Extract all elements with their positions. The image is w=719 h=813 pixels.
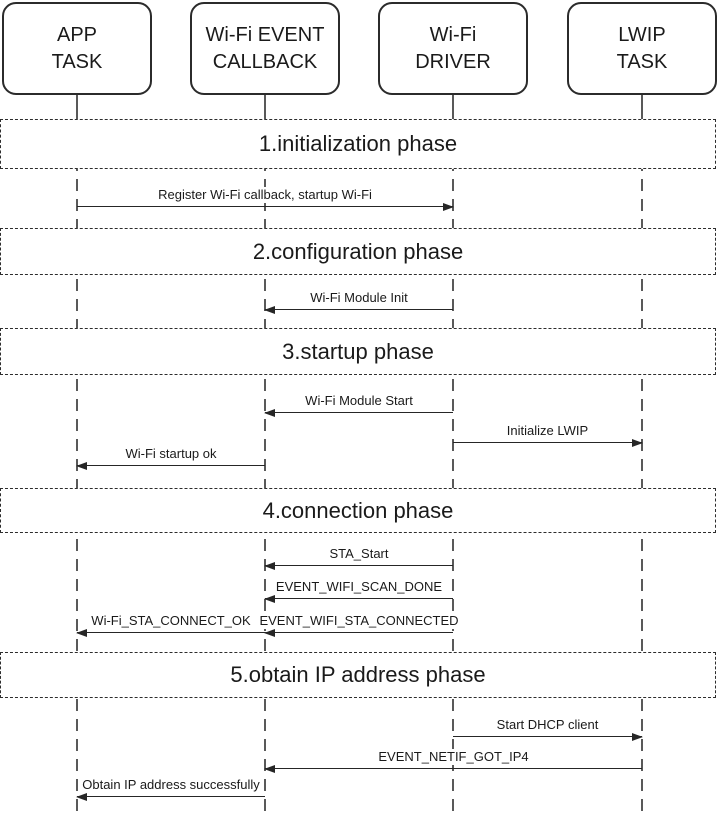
- phase-box-initialization: 1.initialization phase: [0, 119, 716, 169]
- participant-box-app-task: APP TASK: [2, 2, 152, 95]
- message-line: [453, 442, 642, 443]
- arrowhead-icon: [264, 764, 275, 773]
- phase-title: 2.configuration phase: [252, 238, 464, 264]
- message-label: Register Wi-Fi callback, startup Wi-Fi: [155, 187, 375, 203]
- message-label: Obtain IP address successfully: [79, 777, 263, 793]
- message-line: [453, 736, 642, 737]
- arrowhead-icon: [76, 461, 87, 470]
- lifeline-stub-wifi-driver: [452, 93, 454, 119]
- message-line: [77, 632, 265, 633]
- participant-label: CALLBACK: [212, 50, 318, 73]
- phase-title: 3.startup phase: [282, 338, 434, 364]
- lifeline-stub-wifi-event-callback: [264, 93, 266, 119]
- arrowhead-icon: [76, 792, 87, 801]
- phase-title: 4.connection phase: [262, 497, 454, 523]
- lifeline-lwip-task: [641, 119, 643, 813]
- message-line: [77, 465, 265, 466]
- message-label: Start DHCP client: [493, 717, 602, 733]
- lifeline-wifi-driver: [452, 119, 454, 813]
- arrowhead-icon: [632, 438, 643, 447]
- phase-box-connection: 4.connection phase: [0, 488, 716, 533]
- participant-box-lwip-task: LWIP TASK: [567, 2, 717, 95]
- phase-title: 5.obtain IP address phase: [230, 662, 486, 687]
- arrowhead-icon: [264, 628, 275, 637]
- message-line: [265, 412, 453, 413]
- phase-box-startup: 3.startup phase: [0, 328, 716, 375]
- message-label: Wi-Fi Module Init: [307, 290, 411, 306]
- participant-label: TASK: [616, 50, 668, 73]
- arrowhead-icon: [264, 594, 275, 603]
- phase-title: 1.initialization phase: [258, 131, 458, 156]
- message-label: EVENT_NETIF_GOT_IP4: [375, 749, 532, 765]
- message-label: Wi-Fi startup ok: [122, 446, 220, 462]
- participant-label: DRIVER: [415, 50, 491, 73]
- phase-box-obtain-ip: 5.obtain IP address phase: [0, 652, 716, 698]
- participant-label: TASK: [51, 50, 103, 73]
- arrowhead-icon: [76, 628, 87, 637]
- message-line: [265, 768, 642, 769]
- arrowhead-icon: [264, 561, 275, 570]
- participant-box-wifi-event-callback: Wi-Fi EVENT CALLBACK: [190, 2, 340, 95]
- message-line: [77, 796, 265, 797]
- participant-label: LWIP: [618, 23, 666, 46]
- message-label: Wi-Fi_STA_CONNECT_OK: [88, 613, 254, 629]
- lifeline-stub-lwip-task: [641, 93, 643, 119]
- message-label: EVENT_WIFI_STA_CONNECTED: [256, 613, 462, 629]
- participant-label: Wi-Fi: [429, 23, 477, 46]
- message-label: Wi-Fi Module Start: [302, 393, 416, 409]
- message-line: [265, 598, 453, 599]
- phase-box-configuration: 2.configuration phase: [0, 228, 716, 275]
- lifeline-stub-app-task: [76, 93, 78, 119]
- message-line: [265, 632, 453, 633]
- participant-label: APP: [56, 23, 98, 46]
- arrowhead-icon: [264, 305, 275, 314]
- message-line: [265, 309, 453, 310]
- message-line: [265, 565, 453, 566]
- arrowhead-icon: [443, 202, 454, 211]
- participant-label: Wi-Fi EVENT: [205, 23, 325, 46]
- message-label: STA_Start: [326, 546, 392, 562]
- message-label: EVENT_WIFI_SCAN_DONE: [272, 579, 446, 595]
- arrowhead-icon: [264, 408, 275, 417]
- message-label: Initialize LWIP: [503, 423, 592, 439]
- arrowhead-icon: [632, 732, 643, 741]
- lifeline-wifi-event-callback: [264, 119, 266, 813]
- message-line: [77, 206, 453, 207]
